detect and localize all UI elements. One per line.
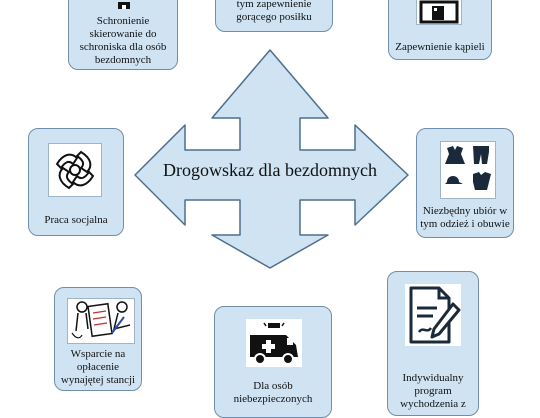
clothing-icon [440, 141, 496, 199]
bath-icon [416, 0, 462, 25]
shelter-icon [117, 1, 131, 10]
card-meal: tym zapewnienie gorącego posiłku [215, 0, 333, 32]
card-unsafe-caption: Dla osób niebezpieczonych [233, 380, 313, 405]
card-program-caption: Indywidualny program wychodzenia z [400, 372, 466, 410]
card-program: Indywidualny program wychodzenia z [387, 271, 479, 416]
diagram-title: Drogowskaz dla bezdomnych [163, 160, 377, 180]
card-shelter-caption: Schronienie skierowanie do schroniska dl… [79, 15, 167, 66]
card-social-work-caption: Praca socjalna [44, 214, 108, 226]
card-clothing-caption: Niezbędny ubiór w tym odzież i obuwie [420, 205, 510, 230]
card-social-work: Praca socjalna [28, 128, 124, 236]
four-way-arrow [134, 49, 409, 269]
ambulance-icon [246, 319, 302, 367]
card-meal-caption: tym zapewnienie gorącego posiłku [236, 0, 312, 23]
card-shelter: Schronienie skierowanie do schroniska dl… [68, 0, 178, 70]
card-bath-caption: Zapewnienie kąpieli [395, 41, 485, 53]
card-bath: Zapewnienie kąpieli [388, 0, 492, 60]
card-rent: Wsparcie na opłacenie wynajętej stancji [54, 287, 142, 391]
joined-hands-icon [48, 143, 102, 197]
card-unsafe: Dla osób niebezpieczonych [214, 306, 332, 418]
document-signing-icon [67, 298, 135, 344]
card-rent-caption: Wsparcie na opłacenie wynajętej stancji [60, 348, 136, 386]
document-pen-icon [405, 284, 461, 346]
card-clothing: Niezbędny ubiór w tym odzież i obuwie [416, 128, 514, 238]
